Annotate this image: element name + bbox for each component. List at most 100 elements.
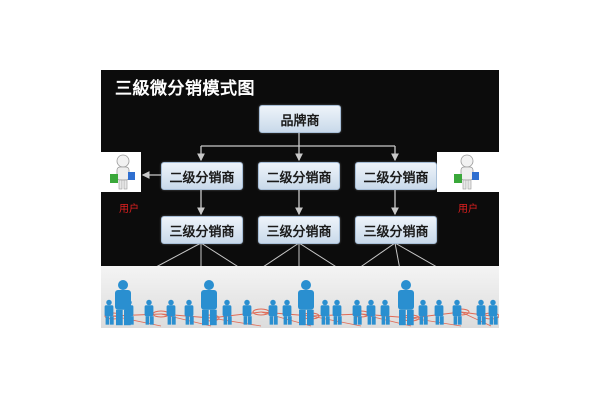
person-leg	[353, 316, 358, 325]
person-body	[222, 305, 232, 317]
person-leg	[477, 316, 482, 325]
person-figure-icon	[334, 299, 340, 306]
person-leg	[489, 316, 494, 325]
person-body	[398, 290, 414, 310]
person-figure-icon	[244, 299, 250, 306]
person-leg	[288, 316, 292, 325]
person-body	[298, 290, 314, 310]
level3-node-left: 三级分销商	[161, 216, 243, 244]
person-leg	[105, 316, 110, 325]
person-body	[418, 305, 428, 317]
person-figure-icon	[454, 299, 460, 306]
person-leg	[190, 316, 194, 325]
person-body	[380, 305, 390, 317]
person-figure-icon	[382, 299, 388, 306]
diagram-title: 三級微分销模式图	[115, 79, 255, 99]
person-leg	[482, 316, 486, 325]
person-leg	[299, 309, 306, 326]
person-leg	[372, 316, 376, 325]
person-leg	[381, 316, 386, 325]
person-leg	[274, 316, 278, 325]
person-figure-icon	[106, 299, 112, 306]
person-leg	[124, 309, 131, 326]
diagram-canvas: 三級微分销模式图 品牌	[101, 70, 499, 328]
network-line	[210, 317, 262, 327]
level3-node-right: 三级分销商	[355, 216, 437, 244]
level3-node-center: 三级分销商	[258, 216, 340, 244]
network-line	[460, 311, 492, 317]
person-figure-icon	[284, 299, 290, 306]
person-leg	[269, 316, 274, 325]
person-leg	[407, 309, 414, 326]
person-figure-icon	[436, 299, 442, 306]
person-body	[184, 305, 194, 317]
person-leg	[326, 316, 330, 325]
crowd-graphic	[104, 280, 499, 327]
person-body	[476, 305, 486, 317]
person-figure-icon	[186, 299, 192, 306]
person-leg	[333, 316, 338, 325]
person-leg	[185, 316, 190, 325]
person-figure-icon	[478, 299, 484, 306]
user-shopper-icon	[454, 154, 479, 190]
person-body	[268, 305, 278, 317]
person-figure-icon	[354, 299, 360, 306]
person-body	[104, 305, 114, 317]
user-illustration-right	[437, 152, 499, 192]
person-figure-icon	[368, 299, 374, 306]
person-body	[366, 305, 376, 317]
person-leg	[321, 316, 326, 325]
person-body	[282, 305, 292, 317]
person-leg	[458, 316, 462, 325]
level2-node-center: 二级分销商	[258, 162, 340, 190]
person-leg	[145, 316, 150, 325]
person-leg	[150, 316, 154, 325]
person-figure-icon	[490, 299, 496, 306]
person-leg	[110, 316, 114, 325]
person-figure-icon	[168, 299, 174, 306]
user-shopper-icon	[110, 154, 135, 190]
network-line	[210, 311, 262, 319]
person-leg	[399, 309, 406, 326]
person-leg	[210, 309, 217, 326]
person-leg	[172, 316, 176, 325]
person-leg	[424, 316, 428, 325]
person-leg	[223, 316, 228, 325]
person-figure-icon	[420, 299, 426, 306]
person-leg	[386, 316, 390, 325]
user-illustration-left	[101, 152, 141, 192]
person-figure-icon	[224, 299, 230, 306]
person-body	[352, 305, 362, 317]
person-figure-icon	[204, 280, 214, 290]
user-label-right: 用户	[458, 204, 478, 215]
person-body	[434, 305, 444, 317]
person-leg	[494, 316, 498, 325]
person-leg	[228, 316, 232, 325]
person-body	[452, 305, 462, 317]
person-figure-icon	[270, 299, 276, 306]
person-leg	[202, 309, 209, 326]
person-leg	[167, 316, 172, 325]
person-leg	[248, 316, 252, 325]
person-leg	[367, 316, 372, 325]
level2-node-right: 二级分销商	[355, 162, 437, 190]
person-body	[144, 305, 154, 317]
person-body	[115, 290, 131, 310]
brand-node: 品牌商	[259, 105, 341, 133]
person-body	[320, 305, 330, 317]
person-body	[166, 305, 176, 317]
person-figure-icon	[322, 299, 328, 306]
person-leg	[116, 309, 123, 326]
level2-node-left: 二级分销商	[161, 162, 243, 190]
person-body	[332, 305, 342, 317]
user-label-left: 用户	[119, 204, 139, 215]
person-figure-icon	[401, 280, 411, 290]
person-leg	[453, 316, 458, 325]
person-leg	[307, 309, 314, 326]
person-leg	[243, 316, 248, 325]
person-figure-icon	[301, 280, 311, 290]
person-leg	[440, 316, 444, 325]
person-leg	[419, 316, 424, 325]
person-leg	[338, 316, 342, 325]
person-figure-icon	[146, 299, 152, 306]
